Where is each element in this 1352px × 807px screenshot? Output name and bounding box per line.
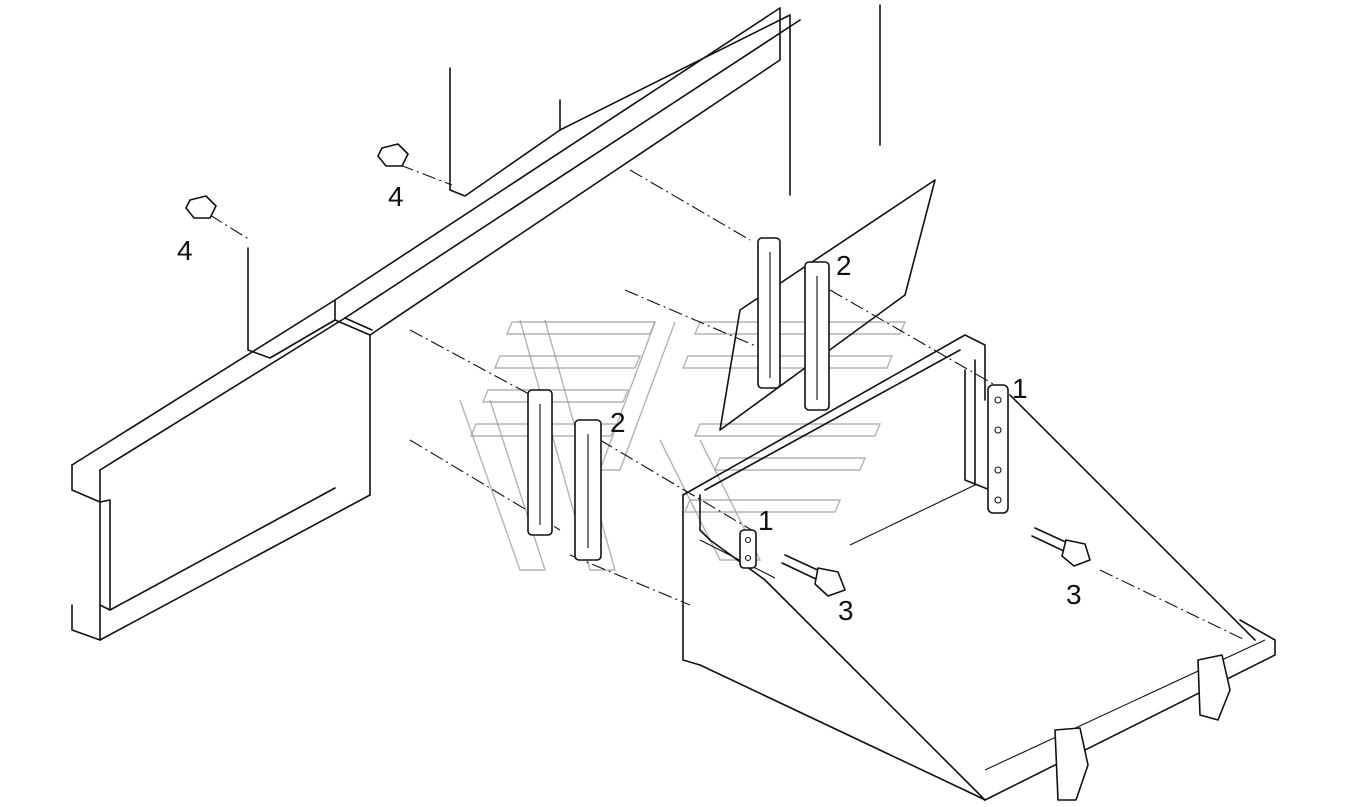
callout-spacer-upper: 2 xyxy=(836,250,852,281)
bolt-left xyxy=(781,554,846,597)
bracket-top xyxy=(987,384,1009,514)
latch-right xyxy=(1197,654,1231,721)
callout-bracket-left: 1 xyxy=(758,505,774,536)
callout-bracket-top: 1 xyxy=(1012,373,1028,404)
nut-upper xyxy=(377,143,409,167)
bolt-right xyxy=(1031,527,1091,567)
callout-nut-upper: 4 xyxy=(388,181,404,212)
bracket-left xyxy=(739,529,757,569)
spacer-pair-lower xyxy=(527,389,602,561)
nut-lower xyxy=(185,195,217,219)
callout-bolt-left: 3 xyxy=(838,595,854,626)
callout-spacer-lower: 2 xyxy=(610,407,626,438)
assembly-lines xyxy=(209,164,1246,641)
callout-nut-lower: 4 xyxy=(177,235,193,266)
callout-bolt-right: 3 xyxy=(1066,579,1082,610)
latch-left xyxy=(1054,727,1089,801)
frame-rail xyxy=(71,4,881,641)
spacer-pair-upper xyxy=(757,237,830,411)
